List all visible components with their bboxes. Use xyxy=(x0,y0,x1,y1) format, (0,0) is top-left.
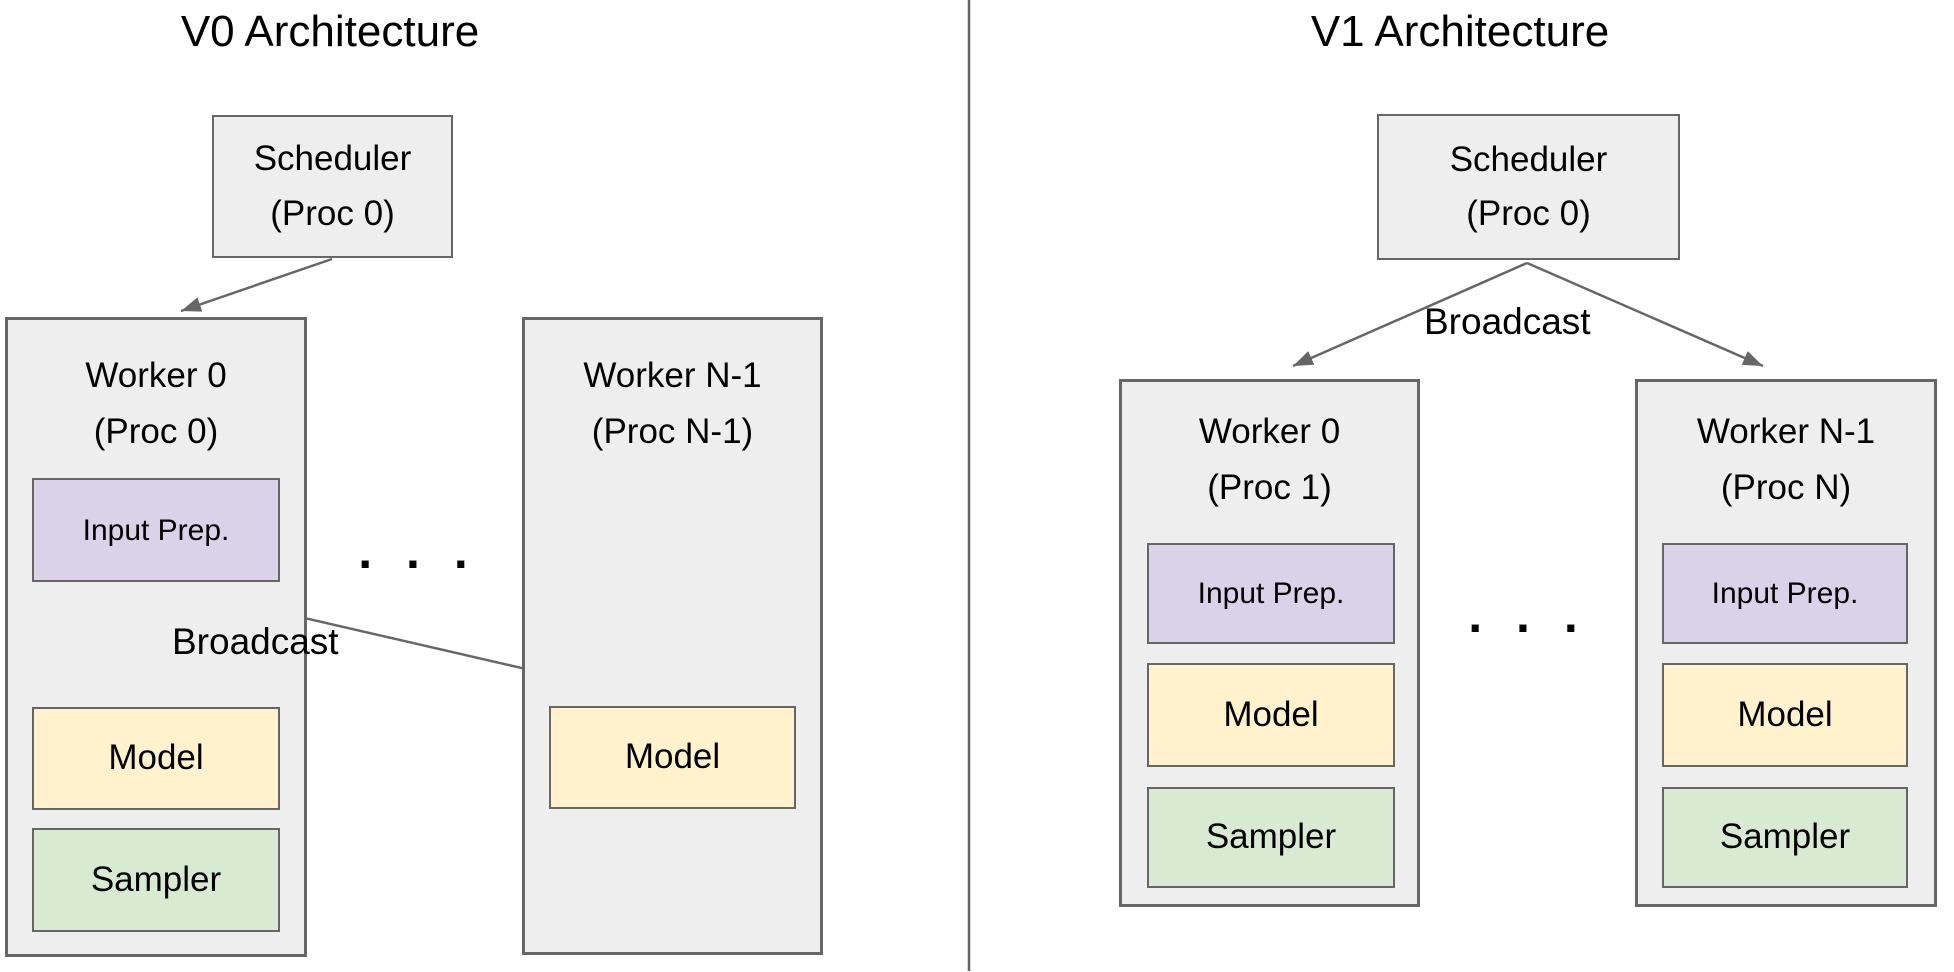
v1-ellipsis: . . . xyxy=(1468,587,1588,643)
v0-ellipsis: . . . xyxy=(358,523,478,579)
v1-worker0-input-prep-box: Input Prep. xyxy=(1147,543,1395,644)
v1-workerN-sampler-box: Sampler xyxy=(1662,787,1908,888)
v0-workerN-title-line1: Worker N-1 xyxy=(583,356,762,395)
v1-worker0-model-label: Model xyxy=(1223,694,1319,734)
v0-broadcast-label: Broadcast xyxy=(172,621,339,662)
v0-arrow-scheduler-to-worker0 xyxy=(180,257,333,313)
v1-workerN-box: Worker N-1 (Proc N) Input Prep. Model Sa… xyxy=(1635,379,1937,907)
v0-worker0-model-box: Model xyxy=(32,707,280,810)
v1-workerN-title: Worker N-1 (Proc N) xyxy=(1638,404,1934,516)
v0-worker0-sampler-label: Sampler xyxy=(90,859,222,899)
v0-worker0-input-prep-box: Input Prep. xyxy=(32,478,280,582)
v0-workerN-title-line2: (Proc N-1) xyxy=(591,412,754,451)
v1-worker0-title-line2: (Proc 1) xyxy=(1207,468,1332,507)
v1-workerN-title-line2: (Proc N) xyxy=(1720,468,1852,507)
v0-workerN-box: Worker N-1 (Proc N-1) Model xyxy=(522,317,823,955)
v0-worker0-sampler-box: Sampler xyxy=(32,828,280,932)
v1-worker0-title: Worker 0 (Proc 1) xyxy=(1122,404,1417,516)
v1-workerN-model-box: Model xyxy=(1662,663,1908,767)
v0-panel-title: V0 Architecture xyxy=(180,7,480,56)
v1-panel-title: V1 Architecture xyxy=(1310,7,1610,56)
v0-workerN-model-label: Model xyxy=(624,737,721,777)
v1-worker0-input-prep-label: Input Prep. xyxy=(1197,577,1345,610)
v0-worker0-title: Worker 0 (Proc 0) xyxy=(8,348,304,460)
v1-broadcast-label: Broadcast xyxy=(1424,301,1591,342)
v1-worker0-model-box: Model xyxy=(1147,663,1395,767)
v0-worker0-box: Worker 0 (Proc 0) Input Prep. Model Samp… xyxy=(5,317,307,957)
v1-workerN-model-label: Model xyxy=(1737,694,1833,734)
v0-worker0-title-line2: (Proc 0) xyxy=(93,412,219,451)
v1-worker0-sampler-box: Sampler xyxy=(1147,787,1395,888)
v0-scheduler-box: Scheduler (Proc 0) xyxy=(212,115,453,258)
v1-worker0-box: Worker 0 (Proc 1) Input Prep. Model Samp… xyxy=(1119,379,1420,907)
v0-scheduler-proc: (Proc 0) xyxy=(270,193,395,233)
v0-scheduler-name: Scheduler xyxy=(253,139,412,179)
v0-worker0-input-prep-label: Input Prep. xyxy=(82,513,230,547)
v0-worker0-model-label: Model xyxy=(108,738,204,778)
v1-scheduler-name: Scheduler xyxy=(1449,139,1608,179)
v1-workerN-input-prep-box: Input Prep. xyxy=(1662,543,1908,644)
v1-scheduler-proc: (Proc 0) xyxy=(1466,194,1591,233)
v0-worker0-title-line1: Worker 0 xyxy=(85,356,227,395)
v0-workerN-model-box: Model xyxy=(549,706,796,809)
v1-worker0-title-line1: Worker 0 xyxy=(1198,412,1341,451)
v1-worker0-sampler-label: Sampler xyxy=(1205,817,1337,857)
v0-workerN-title: Worker N-1 (Proc N-1) xyxy=(525,348,820,460)
v1-workerN-sampler-label: Sampler xyxy=(1719,817,1851,857)
v1-workerN-title-line1: Worker N-1 xyxy=(1696,412,1876,451)
v1-workerN-input-prep-label: Input Prep. xyxy=(1711,577,1859,610)
v1-scheduler-box: Scheduler (Proc 0) xyxy=(1377,114,1680,260)
